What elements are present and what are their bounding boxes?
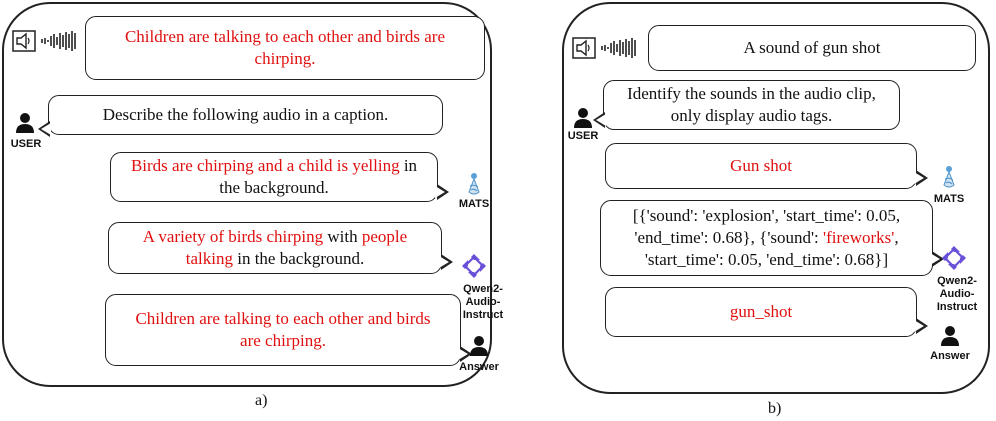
response-segment: people talking: [185, 227, 408, 268]
response-segment: 'end_time': 0.68}, {'sound':: [634, 228, 824, 247]
mats-label: MATS: [458, 198, 490, 210]
qwen-response-bubble: A variety of birds chirping with people …: [108, 222, 442, 274]
bubble-tail: [435, 186, 445, 198]
panel-caption: a): [255, 392, 268, 409]
response-segment: 'start_time': 0.05, 'end_time': 0.68}]: [644, 250, 889, 269]
bubble-tail: [439, 256, 449, 268]
user-prompt-text: Identify the sounds in the audio clip, o…: [627, 83, 876, 127]
bubble-tail: [41, 123, 51, 135]
panel-caption: b): [768, 400, 782, 417]
audio-caption-bubble: A sound of gun shot: [648, 25, 976, 71]
answer-text: Children are talking to each other and b…: [135, 309, 431, 350]
response-segment: ,: [894, 228, 899, 247]
user-prompt-text: Describe the following audio in a captio…: [102, 105, 389, 124]
qwen-response-text: A variety of birds chirping with people …: [125, 226, 425, 270]
audio-caption-text: A sound of gun shot: [743, 38, 881, 57]
audio-caption-bubble: Children are talking to each other and b…: [85, 16, 485, 80]
user-prompt-bubble: Describe the following audio in a captio…: [48, 95, 443, 135]
speaker-icon: [572, 37, 596, 59]
qwen-label-line: Qwen2-Audio-: [463, 283, 503, 308]
user-prompt-line: Identify the sounds in the audio clip,: [627, 84, 876, 103]
qwen-label: Qwen2-Audio- Instruct: [924, 275, 990, 314]
user-icon: [16, 113, 34, 133]
qwen-label: Qwen2-Audio- Instruct: [452, 283, 514, 322]
user-label: USER: [567, 130, 599, 142]
bubble-tail: [596, 114, 606, 126]
user-prompt-line: only display audio tags.: [670, 106, 833, 125]
qwen-label-line: Instruct: [462, 309, 504, 321]
answer-bubble: Children are talking to each other and b…: [105, 294, 461, 366]
bubble-tail: [458, 348, 468, 360]
bubble-tail: [914, 320, 924, 332]
mats-logo-icon: [943, 166, 955, 188]
response-segment: in the background.: [219, 156, 418, 197]
response-segment: Birds are chirping and a child is yellin…: [130, 156, 400, 175]
audio-caption-text: Children are talking to each other and b…: [124, 27, 446, 68]
mats-logo-icon: [468, 173, 480, 195]
mats-response-bubble: Gun shot: [605, 143, 917, 189]
bubble-tail: [930, 253, 940, 265]
mats-label: MATS: [933, 193, 965, 205]
answer-label: Answer: [459, 361, 499, 373]
waveform-icon: [601, 38, 636, 58]
qwen-logo-icon: [462, 254, 486, 278]
answer-text: gun_shot: [729, 302, 793, 321]
answer-bubble: gun_shot: [605, 287, 917, 337]
qwen-response-line: 'end_time': 0.68}, {'sound': 'fireworks'…: [633, 227, 900, 249]
bubble-tail: [914, 172, 924, 184]
qwen-response-bubble: [{'sound': 'explosion', 'start_time': 0.…: [600, 200, 933, 276]
response-segment: in the background.: [232, 249, 365, 268]
qwen-logo-icon: [942, 246, 966, 270]
answer-label: Answer: [930, 350, 970, 362]
user-icon: [574, 108, 592, 128]
response-segment: 'fireworks': [823, 228, 895, 247]
response-segment: [{'sound': 'explosion', 'start_time': 0.…: [632, 206, 901, 225]
answer-person-icon: [470, 336, 488, 356]
qwen-response-line: [{'sound': 'explosion', 'start_time': 0.…: [633, 205, 900, 227]
qwen-response-line: 'start_time': 0.05, 'end_time': 0.68}]: [633, 249, 900, 271]
qwen-response-text: [{'sound': 'explosion', 'start_time': 0.…: [633, 205, 900, 271]
response-segment: with: [323, 227, 362, 246]
panel-b: [562, 2, 990, 394]
mats-response-bubble: Birds are chirping and a child is yellin…: [110, 152, 438, 202]
panel-a: [2, 2, 492, 387]
speaker-icon: [12, 30, 36, 52]
mats-response-text: Birds are chirping and a child is yellin…: [127, 155, 421, 199]
waveform-icon: [41, 31, 76, 51]
user-prompt-bubble: Identify the sounds in the audio clip, o…: [603, 80, 900, 130]
answer-person-icon: [941, 326, 959, 346]
qwen-label-line: Instruct: [936, 301, 978, 313]
response-segment: A variety of birds chirping: [142, 227, 324, 246]
qwen-label-line: Qwen2-Audio-: [937, 275, 977, 300]
mats-response-text: Gun shot: [730, 156, 792, 175]
user-label: USER: [10, 138, 42, 150]
